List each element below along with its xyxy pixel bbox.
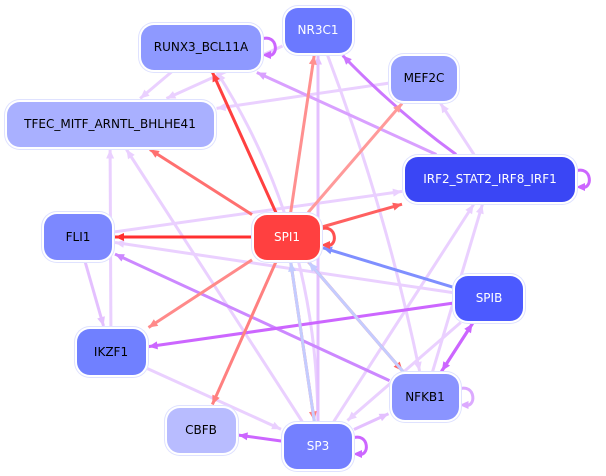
edge-mef2c-to-tfec-arrowhead	[216, 103, 226, 112]
edge-nfkb1-to-fli1-arrowhead	[115, 254, 125, 262]
edge-fli1-to-irf2-arrowhead	[392, 188, 402, 197]
edge-spi1-to-tfec-arrowhead	[149, 149, 160, 158]
edge-spi1-to-runx3-arrowhead	[212, 72, 220, 83]
node-label: SP3	[306, 439, 330, 453]
edge-spi1-to-cbfb-arrowhead	[212, 394, 220, 405]
edge-spib-to-sp3-arrowhead	[347, 411, 357, 421]
node-spi1[interactable]: SPI1	[254, 214, 320, 260]
node-fli1[interactable]: FLI1	[44, 214, 112, 260]
edge-spi1-to-mef2c	[306, 102, 404, 214]
edge-irf2-to-nr3c1-arrowhead	[342, 55, 352, 65]
node-runx3[interactable]: RUNX3_BCL11A	[141, 24, 261, 70]
edge-spib-to-sp3	[346, 321, 462, 422]
edge-runx3-to-tfec-arrowhead	[140, 89, 150, 99]
node-nr3c1[interactable]: NR3C1	[284, 7, 352, 53]
node-tfec[interactable]: TFEC_MITF_ARNTL_BHLHE41	[6, 101, 214, 147]
node-nfkb1[interactable]: NFKB1	[391, 374, 459, 420]
node-cbfb[interactable]: CBFB	[166, 407, 236, 453]
edge-spi1-to-irf2	[321, 202, 403, 229]
edge-sp3-to-irf2-arrowhead	[465, 204, 474, 215]
edge-sp3-to-spi1-arrowhead	[288, 262, 297, 272]
edge-spi1-to-irf2-arrowhead	[392, 202, 402, 211]
edge-irf2-to-mef2c-arrowhead	[440, 103, 449, 114]
edge-sp3-to-sp3-arrowhead	[353, 450, 362, 458]
edge-spi1-to-tfec	[149, 148, 253, 216]
edge-spib-to-fli1	[114, 241, 454, 295]
edge-spi1-to-fli1-arrowhead	[115, 233, 124, 241]
edge-spi1-to-ikzf1	[147, 258, 253, 329]
edge-nfkb1-to-spib-arrowhead	[464, 323, 473, 334]
edge-irf2-to-runx3	[256, 71, 437, 156]
edge-nr3c1-to-nfkb1-arrowhead	[413, 361, 422, 371]
edge-nfkb1-to-nfkb1-arrowhead	[459, 401, 469, 409]
node-ikzf1[interactable]: IKZF1	[76, 329, 146, 375]
edge-sp3-to-nfkb1-arrowhead	[378, 413, 389, 422]
edge-spi1-to-nr3c1-arrowhead	[308, 55, 317, 65]
edge-sp3-to-runx3-arrowhead	[217, 72, 226, 83]
edge-ikzf1-to-sp3-arrowhead	[271, 421, 281, 430]
edge-sp3-to-spi1	[289, 262, 316, 422]
node-label: MEF2C	[403, 71, 445, 85]
node-label: CBFB	[185, 423, 217, 437]
node-spib[interactable]: SPIB	[455, 275, 523, 321]
edge-fli1-to-ikzf1-arrowhead	[97, 316, 105, 326]
edge-nfkb1-to-irf2-arrowhead	[475, 204, 484, 215]
node-label: TFEC_MITF_ARNTL_BHLHE41	[24, 117, 196, 131]
node-label: IKZF1	[93, 345, 129, 359]
edge-sp3-to-tfec-arrowhead	[126, 149, 135, 160]
edge-nfkb1-to-spi1-arrowhead	[308, 262, 318, 272]
edge-spi1-to-ikzf1-arrowhead	[148, 319, 159, 328]
edge-spi1-to-runx3	[211, 71, 278, 214]
node-label: SPIB	[475, 291, 503, 305]
edge-irf2-to-runx3-arrowhead	[256, 72, 267, 80]
node-label: NR3C1	[297, 23, 339, 37]
edge-spib-to-ikzf1-arrowhead	[148, 341, 158, 350]
node-label: RUNX3_BCL11A	[153, 40, 249, 54]
node-mef2c[interactable]: MEF2C	[391, 55, 457, 101]
node-label: IRF2_STAT2_IRF8_IRF1	[423, 172, 557, 186]
edge-nfkb1-to-spi1	[307, 261, 405, 373]
edge-sp3-to-irf2	[332, 203, 475, 423]
node-label: NFKB1	[405, 390, 445, 404]
node-label: SPI1	[273, 230, 301, 244]
edge-fli1-to-irf2	[113, 189, 403, 234]
edge-mef2c-to-tfec	[216, 81, 390, 110]
edge-spi1-to-nr3c1	[289, 55, 316, 213]
edge-ikzf1-to-tfec-arrowhead	[106, 149, 115, 159]
edge-irf2-to-irf2-arrowhead	[576, 183, 585, 191]
node-label: FLI1	[65, 230, 91, 244]
edge-sp3-to-cbfb-arrowhead	[238, 432, 248, 441]
edge-spib-to-fli1-arrowhead	[115, 239, 125, 248]
edge-spi1-to-spi1-arrowhead	[321, 241, 330, 249]
edge-spib-to-spi1-arrowhead	[323, 246, 333, 255]
edge-spi1-to-mef2c-arrowhead	[393, 103, 403, 113]
node-sp3[interactable]: SP3	[284, 423, 352, 469]
edge-nr3c1-to-tfec-arrowhead	[166, 91, 177, 99]
edge-fli1-to-ikzf1	[83, 261, 105, 327]
node-irf2[interactable]: IRF2_STAT2_IRF8_IRF1	[405, 156, 575, 202]
edge-spib-to-spi1	[322, 246, 454, 289]
edge-runx3-to-runx3-arrowhead	[262, 51, 271, 59]
edge-spi1-to-cbfb	[210, 260, 278, 406]
